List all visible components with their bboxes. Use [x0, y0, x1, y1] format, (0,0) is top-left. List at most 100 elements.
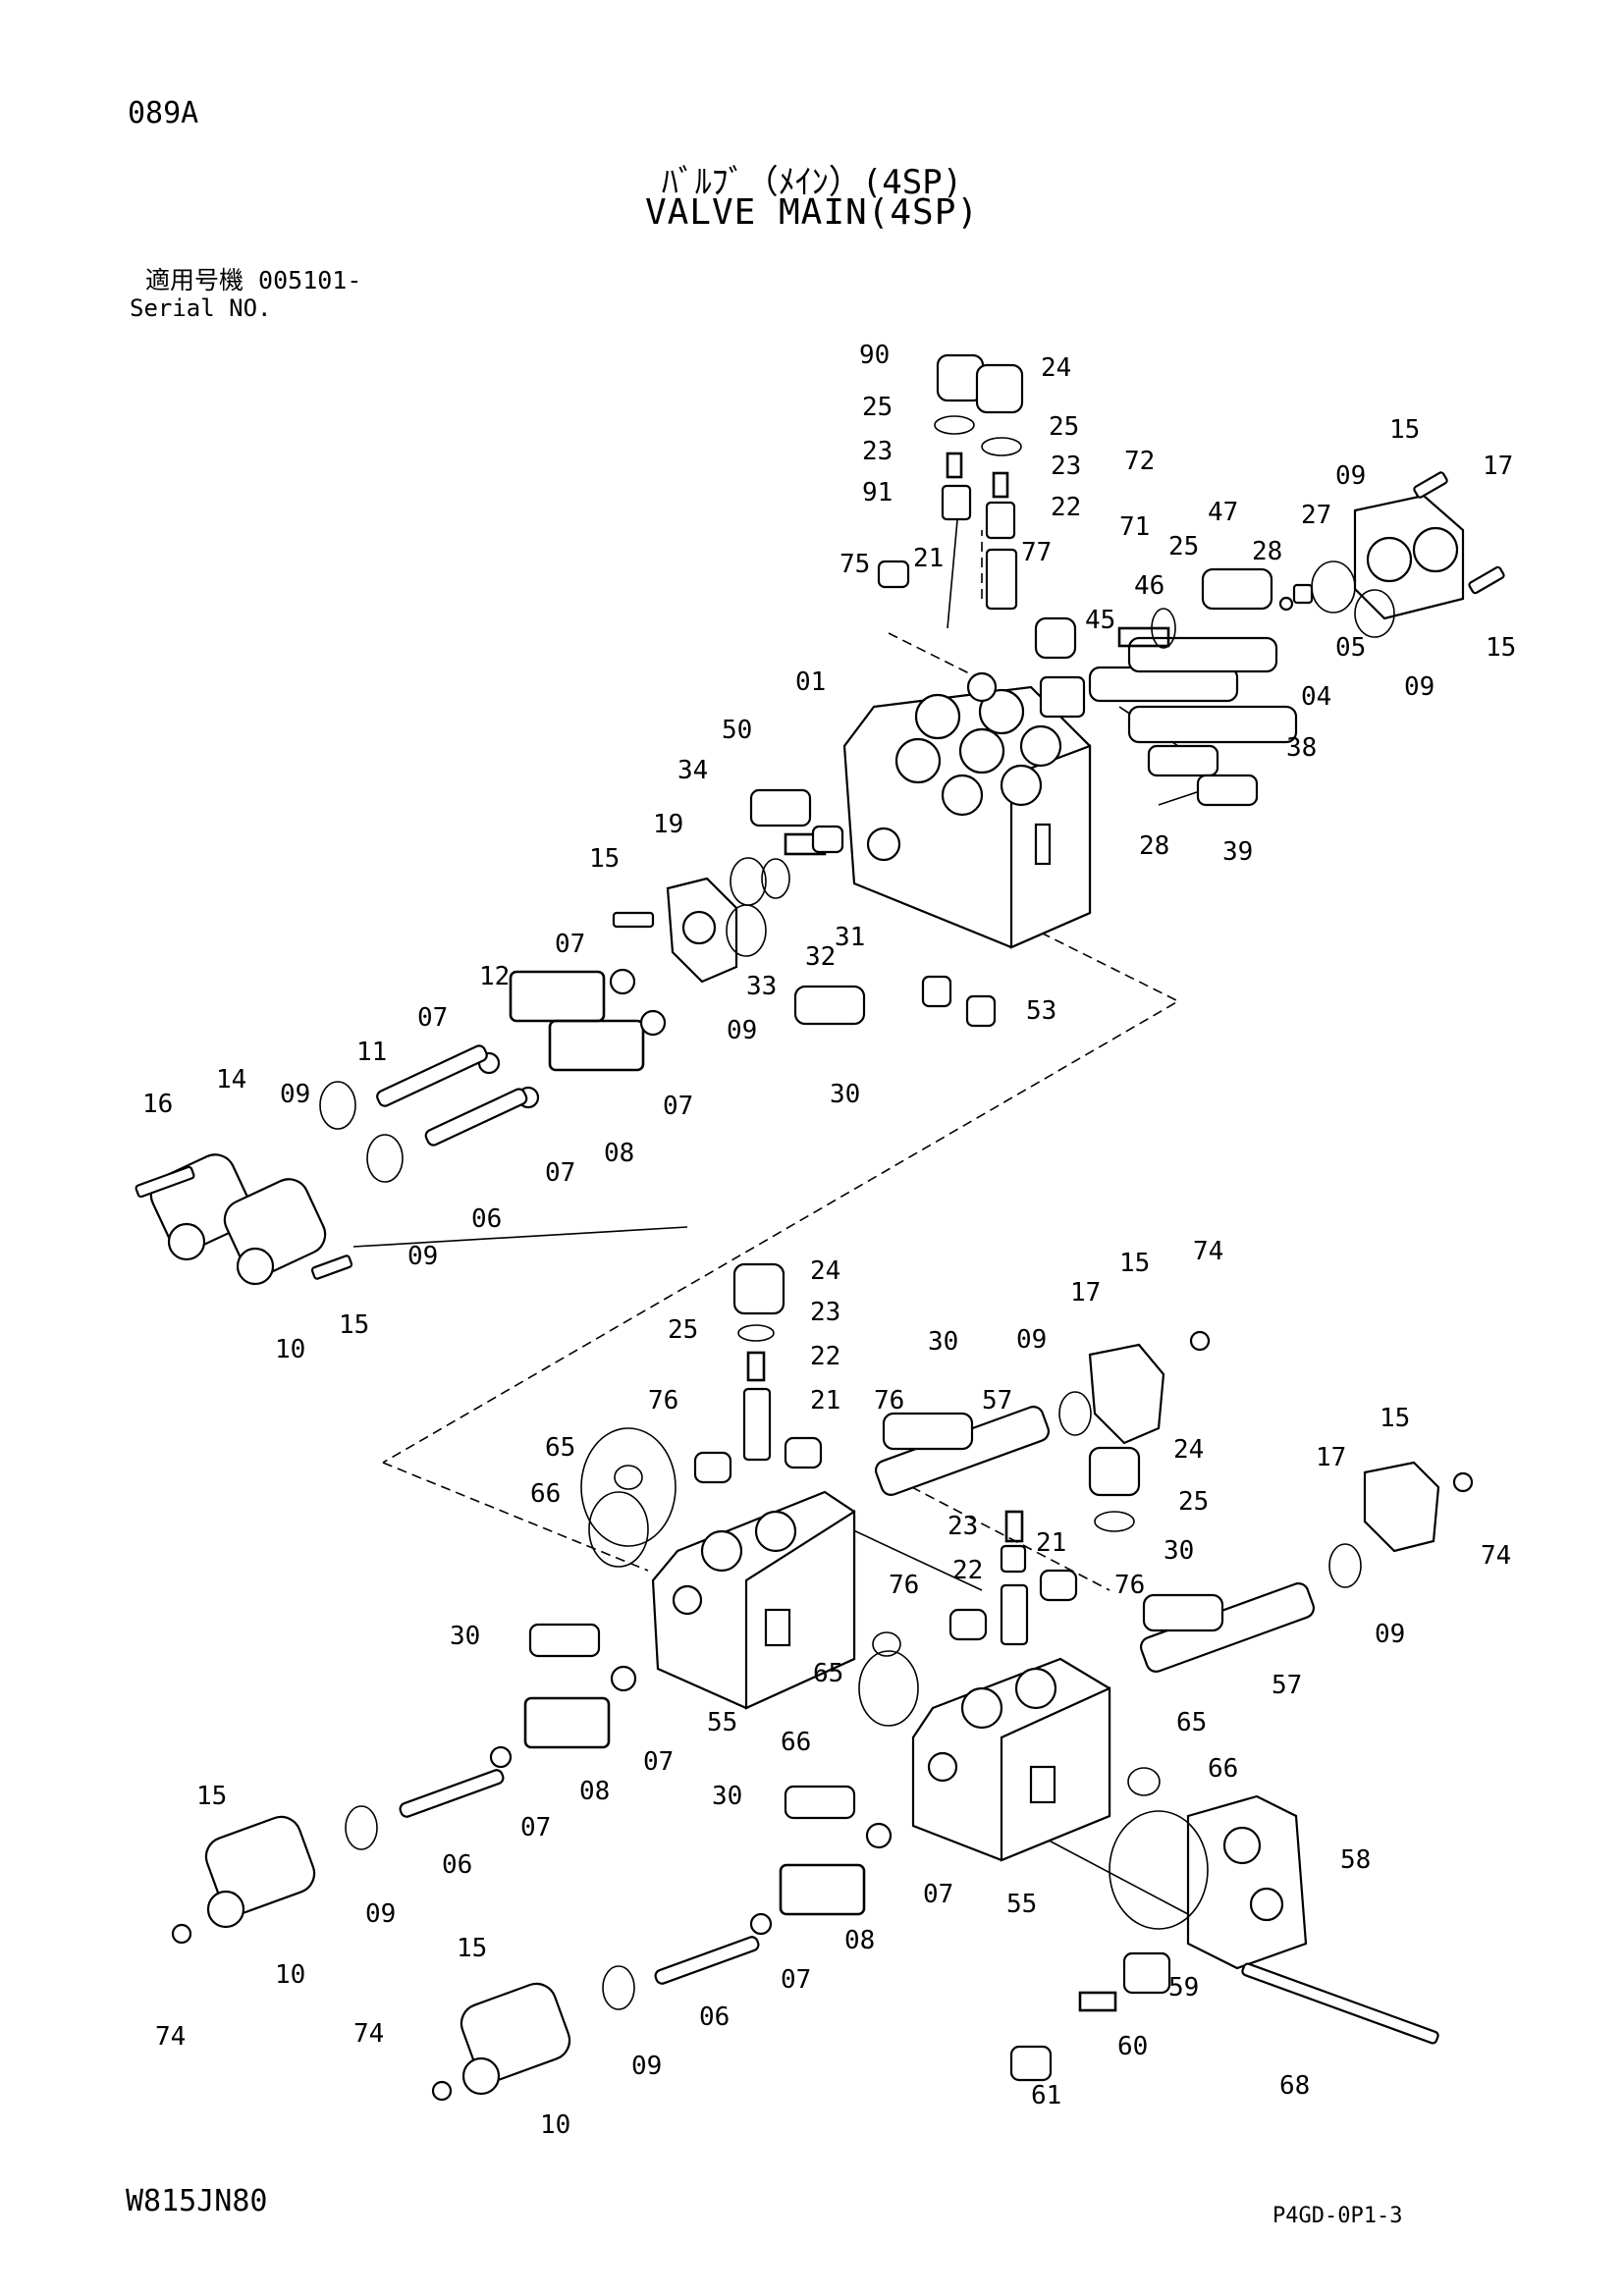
callout-label: 10 — [275, 1960, 305, 1990]
callout-label: 09 — [407, 1242, 438, 1271]
callout-label: 57 — [1272, 1671, 1302, 1700]
callout-label: 55 — [1006, 1890, 1037, 1919]
callout-label: 09 — [365, 1899, 396, 1929]
callout-label: 28 — [1252, 537, 1282, 566]
callout-label: 06 — [442, 1850, 472, 1880]
title-english: VALVE MAIN(4SP) — [644, 192, 980, 233]
callout-label: 66 — [781, 1728, 811, 1757]
lower-section-body-left — [651, 1490, 856, 1710]
callout-label: 15 — [1380, 1404, 1410, 1433]
callout-label: 61 — [1031, 2081, 1061, 2110]
callout-label: 76 — [648, 1386, 678, 1415]
callout-label: 15 — [1389, 415, 1420, 445]
callout-label: 08 — [579, 1777, 610, 1806]
callout-label: 09 — [631, 2052, 662, 2081]
callout-label: 27 — [1301, 501, 1331, 530]
callout-label: 23 — [810, 1298, 840, 1327]
callout-label: 21 — [1036, 1528, 1066, 1558]
callout-label: 22 — [952, 1556, 983, 1585]
callout-label: 07 — [643, 1747, 674, 1777]
page-code: 089A — [128, 96, 199, 131]
callout-label: 23 — [947, 1512, 978, 1541]
callout-label: 07 — [417, 1003, 448, 1033]
callout-label: 31 — [835, 923, 865, 952]
callout-label: 66 — [1208, 1754, 1238, 1784]
callout-label: 74 — [353, 2019, 384, 2049]
callout-label: 46 — [1134, 571, 1164, 601]
callout-label: 04 — [1301, 682, 1331, 712]
callout-label: 90 — [859, 341, 890, 370]
callout-label: 11 — [356, 1038, 387, 1067]
callout-label: 47 — [1208, 498, 1238, 527]
callout-label: 10 — [540, 2110, 570, 2140]
callout-label: 09 — [1335, 461, 1366, 491]
callout-label: 08 — [604, 1139, 634, 1168]
callout-label: 15 — [1486, 633, 1516, 663]
callout-label: 09 — [1375, 1620, 1405, 1649]
callout-label: 76 — [889, 1571, 919, 1600]
sheet-code: P4GD-0P1-3 — [1272, 2204, 1403, 2228]
callout-label: 15 — [457, 1934, 487, 1963]
callout-label: 24 — [1173, 1435, 1204, 1465]
upper-right-cover — [1311, 471, 1505, 638]
callout-label: 25 — [1168, 532, 1199, 561]
upper-right-spools — [1088, 567, 1314, 807]
upper-springs-and-rods — [319, 968, 667, 1183]
callout-label: 15 — [196, 1782, 227, 1811]
callout-label: 05 — [1335, 633, 1366, 663]
callout-label: 65 — [813, 1659, 843, 1688]
callout-label: 38 — [1286, 733, 1317, 763]
callout-label: 30 — [450, 1622, 480, 1651]
callout-label: 21 — [810, 1386, 840, 1415]
callout-label: 59 — [1168, 1973, 1199, 2002]
end-cover — [1009, 1794, 1439, 2082]
callout-label: 19 — [653, 810, 683, 839]
lower-solenoids — [171, 1330, 1474, 2102]
callout-label: 74 — [155, 2022, 186, 2052]
callout-label: 30 — [928, 1327, 958, 1357]
lower-spools-and-covers — [528, 1343, 1440, 1820]
callout-label: 60 — [1117, 2032, 1148, 2061]
callout-label: 74 — [1193, 1237, 1223, 1266]
callout-label: 58 — [1340, 1845, 1371, 1875]
callout-label: 25 — [1049, 412, 1079, 442]
callout-label: 24 — [1041, 353, 1071, 383]
callout-label: 12 — [479, 962, 510, 991]
serial-label-english: Serial NO. — [130, 294, 272, 322]
callout-label: 75 — [839, 550, 870, 579]
callout-label: 65 — [1176, 1708, 1207, 1737]
callout-label: 68 — [1279, 2071, 1310, 2101]
callout-label: 07 — [923, 1880, 953, 1909]
callout-label: 65 — [545, 1433, 575, 1463]
callout-label: 55 — [707, 1708, 737, 1737]
callout-label: 74 — [1481, 1541, 1511, 1571]
callout-label: 07 — [520, 1813, 551, 1842]
callout-label: 34 — [677, 756, 708, 785]
lower-section-body-right — [911, 1657, 1111, 1862]
upper-left-components — [612, 788, 997, 1028]
drawing-code: W815JN80 — [126, 2184, 268, 2218]
callout-label: 25 — [668, 1315, 698, 1345]
callout-label: 25 — [862, 393, 893, 422]
callout-label: 71 — [1119, 512, 1150, 542]
callout-label: 15 — [339, 1310, 369, 1340]
callout-label: 16 — [142, 1090, 173, 1119]
callout-label: 21 — [913, 544, 944, 573]
callout-label: 01 — [795, 667, 826, 697]
callout-label: 33 — [746, 972, 777, 1001]
valve-body-main-upper — [842, 671, 1092, 949]
callout-label: 06 — [699, 2002, 730, 2032]
callout-label: 50 — [722, 716, 752, 745]
callout-label: 07 — [545, 1158, 575, 1188]
upper-top-components — [877, 353, 1086, 719]
callout-label: 30 — [1164, 1536, 1194, 1566]
callout-label: 32 — [805, 942, 836, 972]
lower-top-components — [588, 1262, 1141, 1727]
callout-label: 22 — [1051, 493, 1081, 522]
callout-label: 23 — [862, 437, 893, 466]
callout-label: 14 — [216, 1065, 246, 1095]
callout-label: 09 — [727, 1016, 757, 1045]
callout-label: 39 — [1222, 837, 1253, 867]
